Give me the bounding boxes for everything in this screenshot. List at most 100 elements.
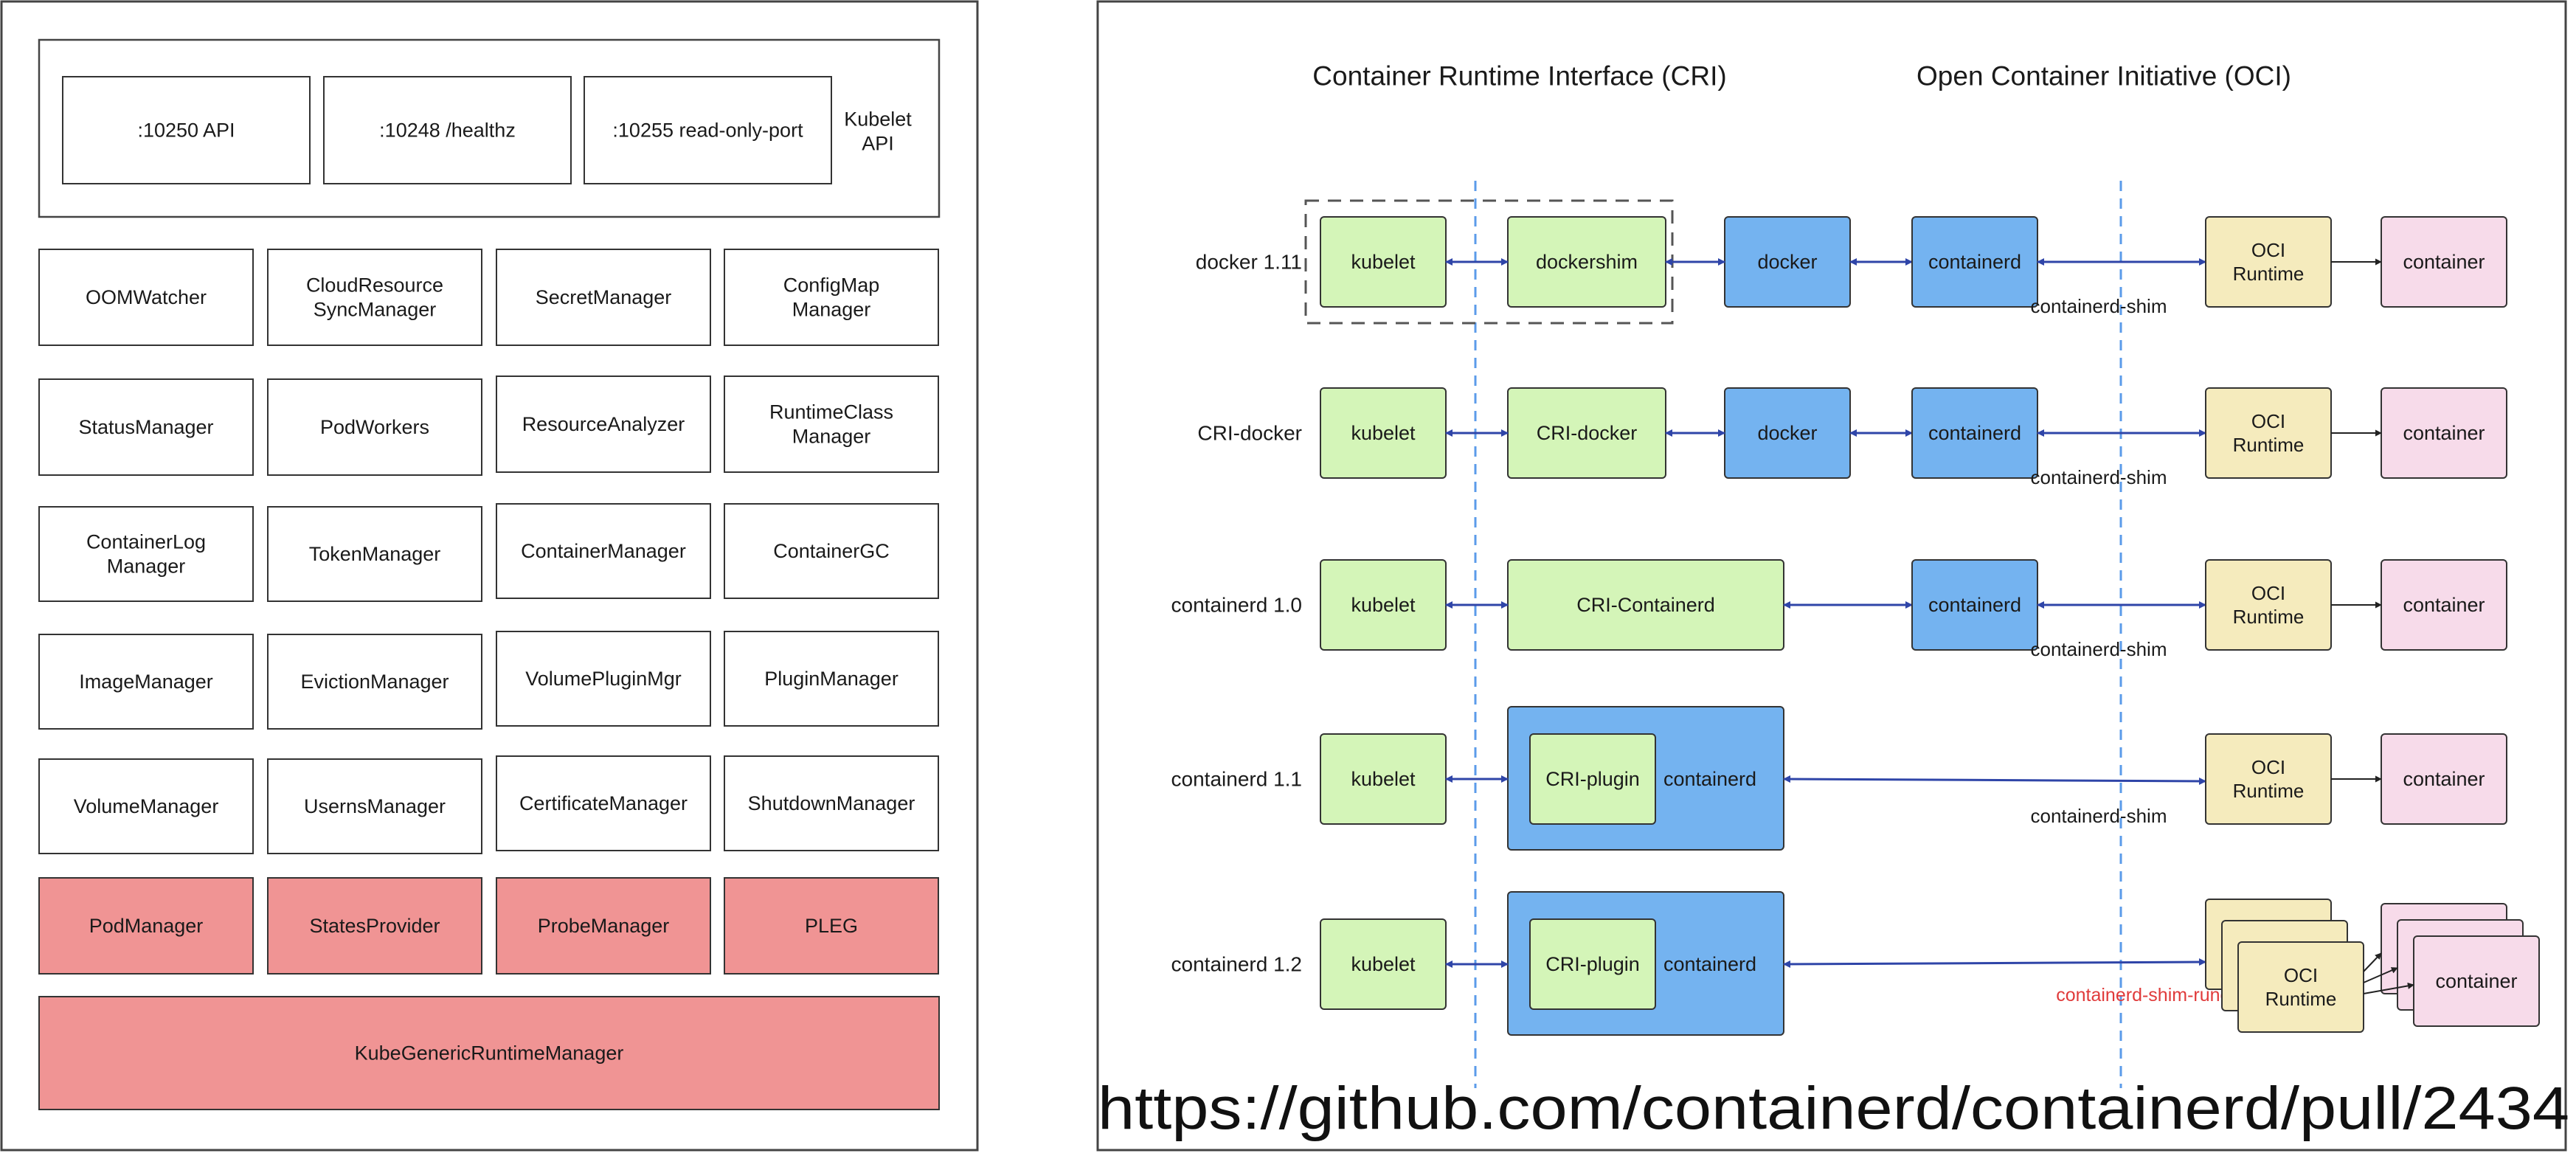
component-certificatemanager: CertificateManager <box>496 755 711 851</box>
component-kube-generic-runtime-manager: KubeGenericRuntimeManager <box>38 996 940 1110</box>
component-oomwatcher-rect <box>38 249 254 346</box>
row-containerd-1-2-arrow-oci-container-3 <box>2363 982 2414 994</box>
source-url: https://github.com/containerd/containerd… <box>1098 1075 2569 1142</box>
component-runtimeclass-manager-label-line-2: Manager <box>792 425 871 447</box>
row-containerd-1-1-containerd-label: containerd <box>1663 768 1756 790</box>
row-docker-1-11-shim-label: dockershim <box>1536 251 1638 273</box>
component-podworkers: PodWorkers <box>267 378 482 476</box>
row-docker-1-11-kubelet: kubelet <box>1320 216 1447 308</box>
row-cri-docker-docker-label: docker <box>1757 422 1817 444</box>
component-containermanager: ContainerManager <box>496 503 711 599</box>
row-containerd-1-2-arrow-containerd-oci <box>1783 958 2206 968</box>
component-podmanager: PodManager <box>38 877 254 975</box>
component-containerlog-manager-label-line-1: ContainerLog <box>86 531 206 553</box>
api-port-10255-read-only-port-rect <box>584 76 832 184</box>
component-configmap-manager-label-line-2: Manager <box>792 298 871 320</box>
api-port-10250-api-label: :10250 API <box>137 120 235 142</box>
row-cri-docker-containerd: containerd <box>1911 387 2038 479</box>
component-statusmanager-rect <box>38 378 254 476</box>
row-containerd-1-1-arrow-containerd-oci <box>1783 775 2206 785</box>
component-resourceanalyzer: ResourceAnalyzer <box>496 375 711 473</box>
row-containerd-1-0-containerd: containerd <box>1911 559 2038 651</box>
row-containerd-1-0-oci-runtime-label-line-1: OCI <box>2251 582 2285 604</box>
row-cri-docker-label: CRI-docker <box>1197 422 1302 445</box>
component-secretmanager-label: SecretManager <box>536 286 672 308</box>
component-secretmanager: SecretManager <box>496 249 711 346</box>
row-docker-1-11-kubelet-label: kubelet <box>1351 251 1416 273</box>
row-containerd-1-0-kubelet-label: kubelet <box>1351 594 1416 616</box>
row-containerd-1-0-shim: CRI-Containerd <box>1507 559 1784 651</box>
row-cri-docker-shim-label: containerd-shim <box>2031 466 2167 488</box>
row-containerd-1-1-shim-label: containerd-shim <box>2031 805 2167 827</box>
row-containerd-1-0-container-label: container <box>2403 594 2485 616</box>
component-kube-generic-runtime-manager-rect <box>38 996 940 1110</box>
row-containerd-1-2-container-label: container <box>2435 970 2517 992</box>
component-pleg-rect <box>724 877 939 975</box>
component-certificatemanager-rect <box>496 755 711 851</box>
component-oomwatcher-label: OOMWatcher <box>86 286 207 308</box>
oci-header: Open Container Initiative (OCI) <box>1917 61 2291 91</box>
component-shutdownmanager-rect <box>724 755 939 851</box>
api-port-10255-read-only-port: :10255 read-only-port <box>584 76 832 184</box>
row-containerd-1-0-kubelet: kubelet <box>1320 559 1447 651</box>
component-podworkers-label: PodWorkers <box>320 416 429 438</box>
row-cri-docker-docker: docker <box>1724 387 1851 479</box>
row-containerd-1-2-arrow-oci-container-1 <box>2363 952 2382 972</box>
component-containerlog-manager-rect <box>38 506 254 602</box>
row-cri-docker-containerd-label: containerd <box>1928 422 2021 444</box>
component-configmap-manager-label-line-1: ConfigMap <box>783 274 880 297</box>
component-statesprovider-rect <box>267 877 482 975</box>
component-volumemanager-rect <box>38 758 254 854</box>
component-usernsmanager-rect <box>267 758 482 854</box>
row-containerd-1-1-oci-runtime-label-line-1: OCI <box>2251 756 2285 778</box>
row-cri-docker-oci-runtime-label-line-2: Runtime <box>2233 434 2305 456</box>
component-pluginmanager-rect <box>724 631 939 727</box>
component-resourceanalyzer-label: ResourceAnalyzer <box>522 413 685 435</box>
row-containerd-1-1-cri-plugin-rect <box>1529 733 1656 825</box>
component-kube-generic-runtime-manager-label: KubeGenericRuntimeManager <box>355 1042 624 1065</box>
row-containerd-1-1-cri-plugin: CRI-plugin <box>1529 733 1656 825</box>
row-docker-1-11-container-label: container <box>2403 251 2485 273</box>
row-docker-1-11-container: container <box>2381 216 2507 308</box>
component-imagemanager-rect <box>38 634 254 730</box>
api-port-10248-healthz: :10248 /healthz <box>323 76 572 184</box>
component-volumepluginmgr-label: VolumePluginMgr <box>525 668 682 690</box>
row-containerd-1-0-oci-runtime-label-line-2: Runtime <box>2233 606 2305 628</box>
component-podworkers-rect <box>267 378 482 476</box>
row-containerd-1-1-kubelet-label: kubelet <box>1351 768 1416 790</box>
row-cri-docker-oci-runtime-label-line-1: OCI <box>2251 410 2285 432</box>
component-statusmanager-label: StatusManager <box>78 416 213 438</box>
component-volumepluginmgr: VolumePluginMgr <box>496 631 711 727</box>
component-evictionmanager-rect <box>267 634 482 730</box>
component-resourceanalyzer-rect <box>496 375 711 473</box>
kubelet-api-label-line-2: API <box>862 132 894 154</box>
component-imagemanager-label: ImageManager <box>79 671 213 693</box>
component-secretmanager-rect <box>496 249 711 346</box>
row-containerd-1-1-label: containerd 1.1 <box>1171 768 1302 791</box>
component-configmap-manager-rect <box>724 249 939 346</box>
component-tokenmanager-rect <box>267 506 482 602</box>
row-cri-docker-kubelet-label: kubelet <box>1351 422 1416 444</box>
api-port-10250-api: :10250 API <box>62 76 311 184</box>
row-containerd-1-1: containerd 1.1 kubelet CRI-plugin container… <box>1171 706 2507 851</box>
row-docker-1-11-oci-runtime-label-line-1: OCI <box>2251 239 2285 261</box>
api-port-10250-api-rect <box>62 76 311 184</box>
row-cri-docker-container: container <box>2381 387 2507 479</box>
component-evictionmanager: EvictionManager <box>267 634 482 730</box>
component-probemanager-label: ProbeManager <box>538 915 670 937</box>
row-containerd-1-2-cri-plugin-rect <box>1529 918 1656 1010</box>
component-usernsmanager-label: UsernsManager <box>304 795 446 817</box>
component-pluginmanager: PluginManager <box>724 631 939 727</box>
component-statesprovider-label: StatesProvider <box>309 915 440 937</box>
component-certificatemanager-label: CertificateManager <box>519 792 688 814</box>
component-podmanager-label: PodManager <box>89 915 204 937</box>
component-pluginmanager-label: PluginManager <box>764 668 899 690</box>
row-containerd-1-0-containerd-label: containerd <box>1928 594 2021 616</box>
row-docker-1-11-docker-label: docker <box>1757 251 1817 273</box>
row-docker-1-11-shim: dockershim <box>1507 216 1666 308</box>
